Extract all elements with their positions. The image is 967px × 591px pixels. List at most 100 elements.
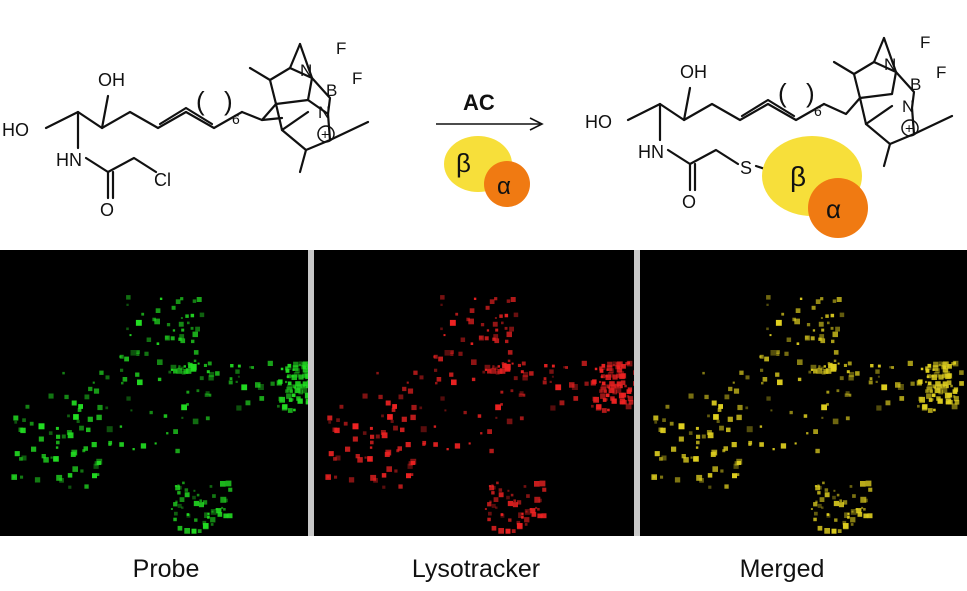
fluorescent-spot [619, 373, 625, 380]
fluorescent-spot [813, 429, 818, 434]
fluorescent-spot [286, 393, 292, 399]
fluorescent-spot [549, 369, 554, 374]
fluorescent-spot [93, 388, 100, 394]
fluorescent-spot [732, 381, 735, 384]
fluorescent-spot [766, 303, 769, 306]
fluorescent-spot [208, 393, 212, 397]
fluorescent-spot [48, 431, 53, 435]
fluorescent-spot [119, 442, 124, 447]
fluorescent-spot [877, 364, 881, 368]
fluorescent-spot [223, 508, 226, 511]
fluorescent-spot [80, 469, 84, 473]
atom-o: O [682, 192, 696, 212]
fluorescent-spot [601, 384, 607, 390]
fluorescent-spot [193, 500, 199, 507]
fluorescent-spot [181, 506, 184, 509]
fluorescent-spot [345, 446, 351, 452]
fluorescent-spot [129, 334, 132, 337]
fluorescent-spot [292, 368, 295, 371]
fluorescent-spot [216, 508, 222, 514]
fluorescent-spot [875, 369, 880, 374]
fluorescent-spot [302, 367, 308, 373]
fluorescent-spot [952, 389, 958, 394]
fluorescent-spot [192, 418, 199, 425]
fluorescent-spot [759, 354, 764, 359]
fluorescent-spot [446, 448, 449, 451]
fluorescent-spot [861, 506, 864, 509]
fluorescent-spot [305, 373, 308, 380]
fluorescent-spot [184, 528, 190, 534]
fluorescent-spot [833, 350, 839, 355]
fluorescent-spot [450, 350, 454, 354]
fluorescent-spot [851, 510, 854, 513]
fluorescent-spot [847, 516, 850, 519]
fluorescent-spot [126, 396, 131, 401]
fluorescent-spot [186, 390, 190, 394]
fluorescent-spot [77, 408, 82, 412]
fluorescent-spot [235, 380, 238, 383]
fluorescent-spot [619, 398, 626, 405]
fluorescent-spot [286, 375, 289, 378]
fluorescent-spot [621, 392, 626, 398]
fluorescent-spot [612, 374, 618, 380]
fluorescent-spot [369, 426, 373, 430]
fluorescent-spot [723, 446, 728, 451]
fluorescent-spot [596, 404, 602, 410]
fluorescent-spot [505, 339, 509, 344]
fluorescent-spot [124, 356, 129, 362]
fluorescent-spot [794, 318, 800, 325]
fluorescent-spot [225, 480, 232, 487]
fluorescent-spot [525, 510, 528, 513]
fluorescent-spot [507, 350, 513, 355]
fluorescent-spot [683, 457, 689, 463]
fluorescent-spot [482, 370, 486, 374]
fluorescent-spot [121, 381, 124, 385]
fluorescent-spot [185, 314, 189, 318]
fluorescent-spot [772, 448, 775, 451]
fluorescent-spot [595, 405, 602, 411]
fluorescent-spot [259, 396, 265, 401]
fluorescent-spot [73, 414, 79, 420]
fluorescent-spot [512, 502, 518, 508]
fluorescent-spot [489, 485, 495, 491]
fluorescent-spot [291, 374, 297, 380]
fluorescent-spot [616, 381, 622, 387]
fluorescent-spot [764, 356, 769, 362]
fluorescent-spot [936, 396, 941, 401]
fluorescent-spot [766, 327, 769, 331]
fluorescent-spot [498, 492, 504, 498]
fluorescent-spot [493, 497, 499, 502]
fluorescent-spot [175, 299, 181, 304]
fluorescent-spot [440, 295, 445, 300]
fluorescent-spot [822, 481, 825, 485]
fluorescent-spot [291, 393, 296, 398]
fluorescent-spot [64, 394, 69, 400]
fluorescent-spot [834, 518, 838, 522]
fluorescent-spot [500, 390, 504, 394]
fluorescent-spot [844, 393, 849, 397]
fluorescent-spot [724, 484, 729, 489]
fluorescent-spot [828, 364, 833, 369]
fluorescent-spot [302, 381, 308, 387]
fluorescent-spot [541, 513, 547, 519]
fluorescent-spot [797, 377, 802, 382]
fluorescent-spot [164, 335, 170, 341]
fluorescent-spot [831, 339, 835, 344]
fluorescent-spot [119, 355, 122, 358]
fluorescent-spot [658, 427, 663, 432]
fluorescent-spot [776, 350, 780, 354]
fluorescent-spot [227, 513, 233, 519]
fluorescent-spot [818, 337, 822, 341]
fluorescent-spot [713, 414, 719, 420]
fluorescent-spot [932, 365, 939, 371]
fluorescent-spot [21, 455, 27, 461]
fluorescent-spot [444, 409, 447, 412]
fluorescent-spot [325, 474, 331, 480]
fluorescent-spot [491, 503, 496, 508]
fluorescent-spot [910, 381, 915, 386]
fluorescent-spot [140, 443, 147, 449]
fluorescent-spot [633, 381, 634, 386]
fluorescent-spot [654, 451, 660, 457]
paren-open: ( [778, 78, 787, 108]
fluorescent-spot [460, 337, 466, 342]
